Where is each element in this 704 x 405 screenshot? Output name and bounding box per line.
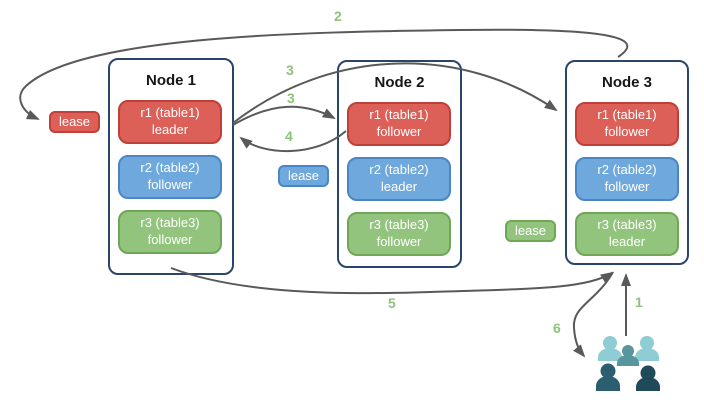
replica-name: r1 (table1) <box>369 107 429 123</box>
node-1: Node 1 r1 (table1) leader r2 (table2) fo… <box>108 58 234 275</box>
replica-name: r3 (table3) <box>140 215 200 231</box>
replica-role: follower <box>604 124 650 139</box>
lease-badge-red: lease <box>49 111 100 133</box>
node-1-title: Node 1 <box>145 72 196 89</box>
step-label-3b: 3 <box>287 90 295 106</box>
replica-role: leader <box>380 179 418 194</box>
replica-name: r2 (table2) <box>597 162 657 178</box>
replica-name: r3 (table3) <box>369 217 429 233</box>
replica-name: r2 (table2) <box>140 160 200 176</box>
node-3-replica-r2: r2 (table2) follower <box>575 157 679 201</box>
node-2-replica-r3: r3 (table3) follower <box>347 212 451 256</box>
replica-role: follower <box>147 177 193 192</box>
step-label-4: 4 <box>285 128 293 144</box>
node-2: Node 2 r1 (table1) follower r2 (table2) … <box>337 60 462 268</box>
replica-role: follower <box>376 124 422 139</box>
user-dark-left <box>596 363 620 391</box>
node-3-replica-r1: r1 (table1) follower <box>575 102 679 146</box>
node-2-title: Node 2 <box>374 74 425 91</box>
arrow-4-node2-to-node1 <box>239 130 347 153</box>
replica-name: r3 (table3) <box>597 217 657 233</box>
lease-badge-green: lease <box>505 220 556 242</box>
step-label-3a: 3 <box>286 62 294 78</box>
arrow-3-node1-to-node2 <box>232 105 336 126</box>
node-3-replica-r3: r3 (table3) leader <box>575 212 679 256</box>
node-2-replica-r1: r1 (table1) follower <box>347 102 451 146</box>
node-2-replica-r2: r2 (table2) leader <box>347 157 451 201</box>
node-3-title: Node 3 <box>601 74 652 91</box>
replica-role: follower <box>376 234 422 249</box>
replica-role: leader <box>151 122 189 137</box>
node-1-replica-r2: r2 (table2) follower <box>118 155 222 199</box>
replica-name: r1 (table1) <box>140 105 200 121</box>
lease-badge-blue: lease <box>278 165 329 187</box>
replica-name: r1 (table1) <box>597 107 657 123</box>
users-group-icon <box>596 336 660 391</box>
step-label-1: 1 <box>635 294 643 310</box>
node-3: Node 3 r1 (table1) follower r2 (table2) … <box>565 60 689 265</box>
step-label-2: 2 <box>334 8 342 24</box>
step-label-5: 5 <box>388 295 396 311</box>
node-1-replica-r1: r1 (table1) leader <box>118 100 222 144</box>
user-dark-right <box>636 365 660 391</box>
replica-role: follower <box>147 232 193 247</box>
replica-role: leader <box>608 234 646 249</box>
step-label-6: 6 <box>553 320 561 336</box>
user-middle <box>617 345 639 366</box>
replica-name: r2 (table2) <box>369 162 429 178</box>
arrow-5-node1-to-node3 <box>170 267 614 295</box>
node-1-replica-r3: r3 (table3) follower <box>118 210 222 254</box>
replica-role: follower <box>604 179 650 194</box>
